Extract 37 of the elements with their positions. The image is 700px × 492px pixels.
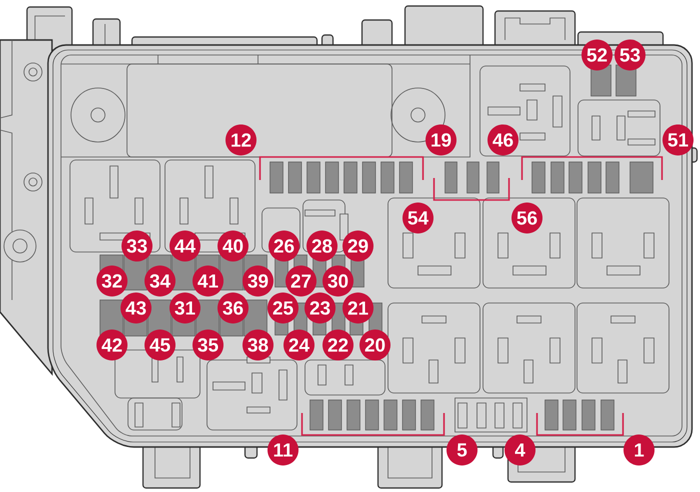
callout-number: 4 — [504, 434, 536, 466]
callout-number: 36 — [218, 292, 248, 324]
callout-number: 54 — [402, 202, 434, 234]
callout-number: 25 — [268, 292, 298, 324]
callout-number: 33 — [122, 230, 152, 262]
callout-number: 28 — [306, 230, 338, 262]
callout-number: 51 — [662, 124, 694, 156]
callout-number: 46 — [488, 124, 518, 156]
callout-number: 29 — [342, 230, 374, 262]
callout-number: 32 — [96, 266, 128, 296]
callout-number: 22 — [322, 330, 354, 360]
callout-number: 26 — [268, 230, 300, 262]
callout-number: 52 — [582, 40, 612, 70]
callout-number: 45 — [144, 330, 176, 360]
callout-number: 43 — [120, 292, 152, 324]
callout-number: 42 — [96, 330, 128, 360]
callout-number: 44 — [170, 230, 200, 262]
callout-number: 23 — [304, 292, 336, 324]
callout-number: 53 — [614, 40, 646, 70]
callout-number: 24 — [284, 330, 314, 360]
callout-number: 56 — [512, 202, 542, 234]
callout-number: 34 — [144, 266, 176, 296]
callout-number: 40 — [218, 230, 248, 262]
callout-number: 20 — [360, 330, 390, 360]
callout-number: 1 — [624, 434, 654, 466]
callout-number: 5 — [446, 434, 478, 466]
callout-number: 38 — [242, 330, 274, 360]
callout-number: 12 — [226, 124, 256, 156]
callout-number: 39 — [242, 266, 274, 296]
callout-number: 31 — [170, 292, 200, 324]
callout-number: 35 — [192, 330, 224, 360]
callout-number: 11 — [268, 434, 298, 466]
callout-number: 41 — [192, 266, 224, 296]
callout-number: 21 — [342, 292, 374, 324]
callout-number: 19 — [426, 124, 456, 156]
callout-number: 27 — [286, 266, 316, 296]
callout-number: 30 — [322, 266, 354, 296]
